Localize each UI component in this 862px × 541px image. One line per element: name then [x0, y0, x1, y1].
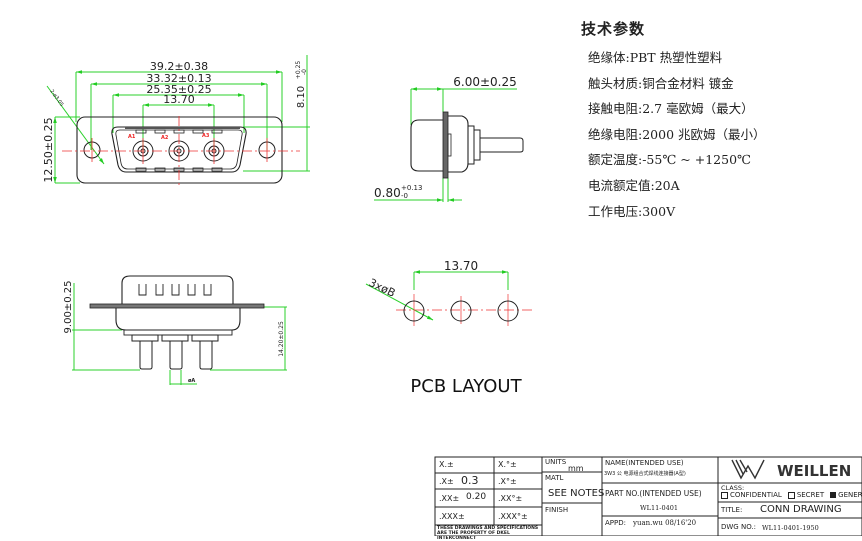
bottom-shell — [121, 275, 234, 305]
pin-label-a2: A2 — [161, 135, 169, 141]
bottom-shell-slots — [138, 284, 212, 296]
appd-value: yuan.wu 08/16'20 — [633, 519, 697, 527]
dim-shell-height-tol-lower: -0 — [301, 69, 308, 75]
side-flange — [442, 111, 449, 179]
units-label: UNITS — [545, 458, 567, 466]
title-value: CONN DRAWING — [760, 504, 842, 515]
class-general-label: GENERAL — [838, 491, 862, 499]
part-label: PART NO.(INTENDED USE) — [605, 489, 702, 498]
tol-xx-value: 0.20 — [466, 492, 487, 502]
dim-flange-thickness: 0.80 — [374, 186, 401, 200]
front-slots — [135, 129, 223, 172]
side-dimension-lines — [374, 87, 517, 202]
bottom-flange — [89, 303, 265, 309]
class-secret-label: SECRET — [796, 491, 825, 499]
spec-contact-material: 触头材质:铜合金材料 镀金 — [588, 75, 734, 91]
class-secret-checkbox[interactable] — [787, 491, 795, 499]
front-center-lines — [62, 116, 300, 187]
front-flange-outline — [76, 116, 283, 184]
pin-label-a1: A1 — [128, 134, 136, 140]
bottom-rear-body — [115, 308, 241, 331]
tol-xxx-deg-label: .XXX°± — [498, 512, 528, 521]
class-options: CONFIDENTIAL SECRET GENERAL — [721, 491, 862, 499]
side-step-1 — [467, 125, 475, 165]
front-shell-inner — [115, 129, 243, 170]
side-step-2 — [473, 129, 481, 161]
tol-xx-deg-label: .XX°± — [498, 494, 523, 503]
pcb-hole-1 — [403, 300, 425, 322]
pcb-layout: 13.70 3xøB PCB LAYOUT — [365, 259, 532, 397]
dim-pin-pitch: 13.70 — [163, 93, 195, 106]
spec-insulator: 绝缘体:PBT 热塑性塑料 — [588, 50, 723, 65]
dim-flange-height: 12.50±0.25 — [42, 117, 55, 182]
class-general-checkbox[interactable] — [830, 492, 837, 498]
tol-xx-label: .XX± — [439, 494, 460, 503]
spec-insulation-resistance: 绝缘电阻:2000 兆欧姆（最小） — [588, 126, 766, 142]
side-insert — [447, 133, 452, 157]
tol-x1-value: 0.3 — [461, 474, 479, 487]
tol-xxx-label: .XXX± — [439, 512, 465, 521]
matl-value: SEE NOTES — [548, 488, 605, 499]
dim-shell-height: 8.10 — [296, 86, 307, 108]
class-label: CLASS: — [721, 484, 745, 492]
bottom-contacts — [131, 334, 219, 370]
bottom-insert — [123, 329, 233, 336]
side-view: 6.00±0.25 0.80 +0.13 -0 — [374, 75, 524, 202]
title-label: TITLE: — [721, 506, 743, 514]
pcb-layout-title: PCB LAYOUT — [410, 376, 522, 397]
brand-name: WEILLEN — [777, 462, 851, 480]
pcb-dimension-lines — [365, 270, 509, 321]
pcb-dim-pitch: 13.70 — [444, 259, 478, 273]
finish-label: FINISH — [545, 506, 569, 514]
spec-contact-resistance: 接触电阻:2.7 毫欧姆（最大） — [588, 101, 754, 117]
units-value: mm — [568, 464, 584, 473]
dim-depth: 6.00±0.25 — [453, 75, 517, 89]
part-value: WL11-0401 — [640, 504, 679, 512]
dim-mount-hole-spacing: 33.32±0.13 — [146, 72, 211, 85]
front-view: A1 A2 A3 39.2±0.38 33.32±0.13 25.35±0.25… — [42, 55, 310, 187]
dim-overall-width: 39.2±0.38 — [150, 60, 208, 73]
dim-pin-length: 14.20±0.25 — [278, 321, 285, 357]
dwg-label: DWG NO.: — [721, 523, 757, 531]
tol-x1-deg-label: .X°± — [498, 477, 517, 486]
class-confidential-label: CONFIDENTIAL — [730, 491, 782, 499]
pcb-hole-2 — [450, 300, 472, 322]
pin-label-a3: A3 — [202, 133, 210, 139]
pcb-hole-3 — [497, 300, 519, 322]
bottom-view: 9.00±0.25 14.20±0.25 øA — [63, 275, 287, 385]
dim-shell-height-tol-upper: +0.25 — [295, 61, 302, 80]
dwg-value: WL11-0401-1950 — [762, 524, 819, 532]
ownership-notice: THESE DRAWINGS AND SPECIFICATIONS ARE TH… — [437, 526, 539, 541]
dim-hole-note: 2-ø3.05 — [48, 89, 64, 108]
bottom-dimension-lines — [72, 283, 287, 385]
dim-flange-tol-lower: -0 — [401, 192, 408, 200]
specs-title: 技术参数 — [581, 20, 646, 38]
spec-voltage: 工作电压:300V — [588, 203, 676, 219]
front-dimension-lines — [46, 55, 310, 184]
pcb-hole-note: 3xøB — [367, 276, 398, 300]
matl-label: MATL — [545, 474, 564, 482]
side-mating-shell — [410, 119, 443, 172]
tol-x-deg-label: X.°± — [498, 460, 517, 469]
tol-x-label: X.± — [439, 460, 454, 469]
appd-label: APPD: — [605, 519, 626, 527]
technical-specs: 技术参数 绝缘体:PBT 热塑性塑料 触头材质:铜合金材料 镀金 接触电阻:2.… — [581, 18, 766, 224]
dim-body-height: 9.00±0.25 — [63, 281, 74, 334]
spec-current-rating: 电流额定值:20A — [588, 177, 680, 193]
name-label: NAME(INTENDED USE) — [605, 459, 684, 467]
dim-shell-width: 25.35±0.25 — [146, 83, 211, 96]
front-shell-outer — [111, 126, 247, 173]
weillen-logo-icon — [731, 459, 765, 480]
name-value: 3W3 公 电源组合式焊线连接器(A型) — [604, 471, 686, 477]
title-block-grid — [434, 456, 862, 536]
dim-pin-diameter: øA — [188, 378, 195, 384]
class-confidential-checkbox[interactable] — [721, 491, 728, 499]
dim-flange-tol-upper: +0.13 — [401, 184, 422, 192]
side-contact-tail — [480, 137, 524, 153]
spec-temperature-range: 额定温度:-55℃ ~ +1250℃ — [588, 152, 752, 168]
tol-x1-label: .X± — [439, 477, 454, 486]
